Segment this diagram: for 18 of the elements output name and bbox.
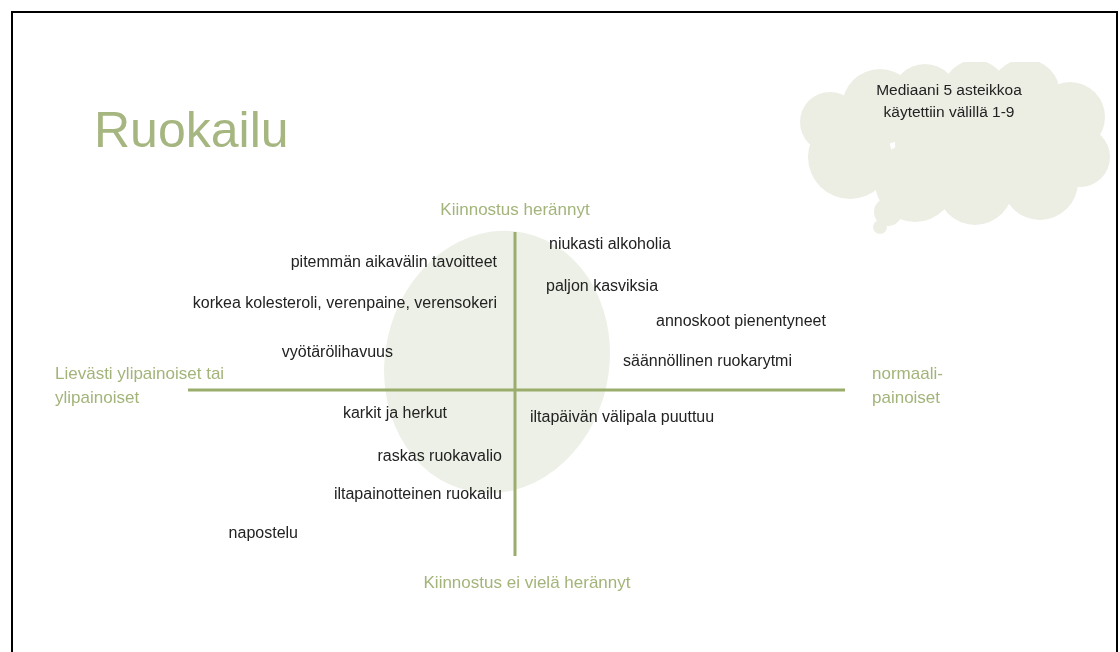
quadrant-item: iltapainotteinen ruokailu	[333, 484, 502, 504]
axis-label: Lievästi ylipainoiset tai ylipainoiset	[55, 363, 226, 409]
axis-label: normaali- painoiset	[872, 363, 944, 409]
quadrant-item: säännöllinen ruokarytmi	[623, 351, 792, 371]
axis-label: Kiinnostus ei vielä herännyt	[423, 572, 631, 594]
quadrant-item: karkit ja herkut	[342, 403, 447, 423]
quadrant-item: raskas ruokavalio	[377, 446, 502, 466]
quadrant-item: iltapäivän välipala puuttuu	[530, 407, 715, 427]
title: Ruokailu	[94, 101, 289, 160]
quadrant-item: niukasti alkoholia	[549, 234, 671, 254]
quadrant-item: pitemmän aikavälin tavoitteet	[290, 252, 497, 272]
quadrant-item: napostelu	[228, 523, 298, 543]
quadrant-item: vyötärölihavuus	[281, 342, 393, 362]
quadrant-item: paljon kasviksia	[546, 276, 659, 296]
cloud-text: Mediaani 5 asteikkoa käytettiin välillä 1-9	[875, 80, 1023, 122]
axis-label: Kiinnostus herännyt	[440, 199, 590, 221]
quadrant-item: korkea kolesteroli, verenpaine, verensokeri	[192, 293, 497, 313]
quadrant-item: annoskoot pienentyneet	[656, 311, 826, 331]
